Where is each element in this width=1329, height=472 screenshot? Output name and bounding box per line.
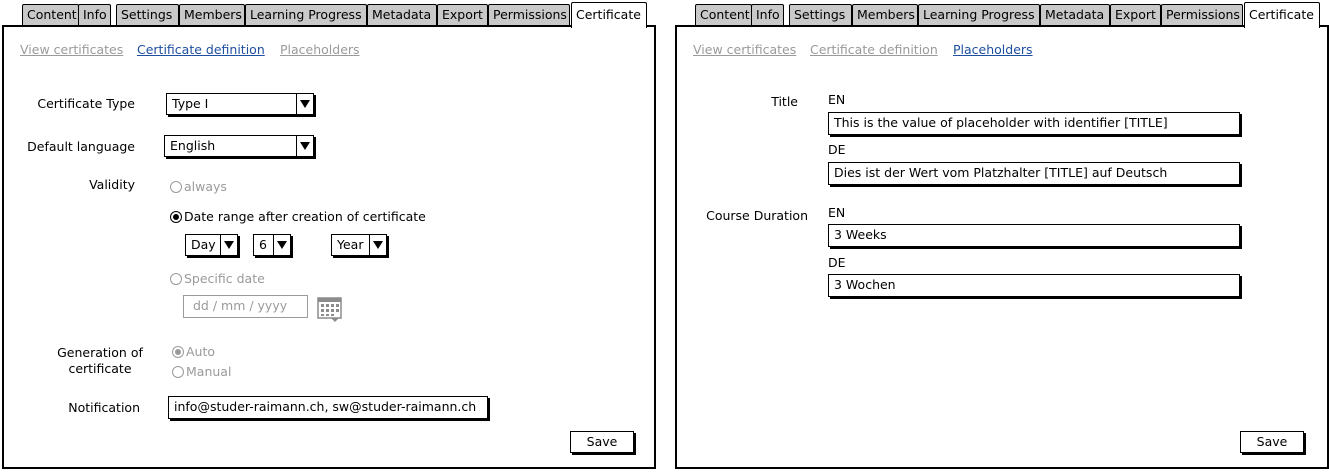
specific-date-input[interactable]: dd / mm / yyyy (183, 295, 308, 318)
notification-label: Notification (68, 400, 140, 415)
course-duration-de-input[interactable]: 3 Wochen (828, 274, 1240, 297)
certificate-type-value: Type I (172, 96, 209, 111)
validity-specific-date-radio[interactable]: Specific date (170, 271, 265, 286)
validity-period-select[interactable]: Year (331, 234, 387, 256)
certificate-type-label: Certificate Type (37, 96, 135, 111)
tab-permissions[interactable]: Permissions (1161, 4, 1243, 26)
course-duration-en-label: EN (828, 205, 846, 220)
tab-export[interactable]: Export (1110, 4, 1161, 26)
placeholders-panel: Content Info Settings Members Learning P… (675, 0, 1329, 472)
default-language-label: Default language (27, 139, 135, 154)
certificate-type-select[interactable]: Type I (166, 93, 314, 115)
tab-export[interactable]: Export (437, 4, 488, 26)
tab-info[interactable]: Info (78, 4, 111, 26)
chevron-down-icon (273, 235, 290, 255)
tab-learning-progress[interactable]: Learning Progress (245, 4, 367, 26)
subtab-placeholders[interactable]: Placeholders (280, 42, 360, 57)
subtab-view-certificates[interactable]: View certificates (20, 42, 124, 57)
validity-always-radio[interactable]: always (170, 179, 227, 194)
validity-amount-select[interactable]: 6 (253, 234, 291, 256)
course-duration-en-input[interactable]: 3 Weeks (828, 224, 1240, 247)
notification-input[interactable]: info@studer-raimann.ch, sw@studer-raiman… (168, 396, 488, 419)
chevron-down-icon (296, 136, 313, 156)
tab-members[interactable]: Members (179, 4, 245, 26)
tab-members[interactable]: Members (852, 4, 918, 26)
tab-certificate[interactable]: Certificate (1244, 2, 1320, 28)
tab-settings[interactable]: Settings (116, 4, 179, 26)
tab-info[interactable]: Info (751, 4, 784, 26)
tab-metadata[interactable]: Metadata (367, 4, 437, 26)
save-button[interactable]: Save (570, 431, 634, 453)
tab-settings[interactable]: Settings (789, 4, 852, 26)
subtab-view-certificates[interactable]: View certificates (693, 42, 797, 57)
subtab-placeholders[interactable]: Placeholders (953, 42, 1033, 57)
validity-label: Validity (89, 177, 135, 192)
generation-label: Generation of certificate (57, 345, 143, 376)
title-label: Title (771, 94, 798, 109)
chevron-down-icon (369, 235, 386, 255)
title-de-input[interactable]: Dies ist der Wert vom Platzhalter [TITLE… (828, 162, 1240, 185)
tab-learning-progress[interactable]: Learning Progress (918, 4, 1040, 26)
content-frame: View certificates Certificate definition… (675, 25, 1329, 469)
title-de-label: DE (828, 142, 846, 157)
title-en-input[interactable]: This is the value of placeholder with id… (828, 112, 1240, 135)
validity-unit-select[interactable]: Day (185, 234, 238, 256)
tab-metadata[interactable]: Metadata (1040, 4, 1110, 26)
default-language-select[interactable]: English (164, 135, 314, 157)
generation-auto-radio[interactable]: Auto (172, 344, 215, 359)
subtab-certificate-definition[interactable]: Certificate definition (810, 42, 938, 57)
course-duration-de-label: DE (828, 255, 846, 270)
save-button[interactable]: Save (1240, 431, 1304, 453)
tab-permissions[interactable]: Permissions (488, 4, 570, 26)
chevron-down-icon (296, 94, 313, 114)
tab-content[interactable]: Content (22, 4, 79, 26)
default-language-value: English (170, 138, 216, 153)
subtab-certificate-definition[interactable]: Certificate definition (137, 42, 265, 57)
chevron-down-icon (220, 235, 237, 255)
title-en-label: EN (828, 92, 846, 107)
tab-certificate[interactable]: Certificate (571, 2, 647, 28)
certificate-definition-panel: Content Info Settings Members Learning P… (2, 0, 658, 472)
tab-content[interactable]: Content (695, 4, 752, 26)
course-duration-label: Course Duration (706, 208, 808, 223)
generation-manual-radio[interactable]: Manual (172, 364, 231, 379)
calendar-icon[interactable] (317, 295, 343, 323)
validity-date-range-radio[interactable]: Date range after creation of certificate (170, 209, 426, 224)
content-frame: View certificates Certificate definition… (2, 25, 656, 469)
